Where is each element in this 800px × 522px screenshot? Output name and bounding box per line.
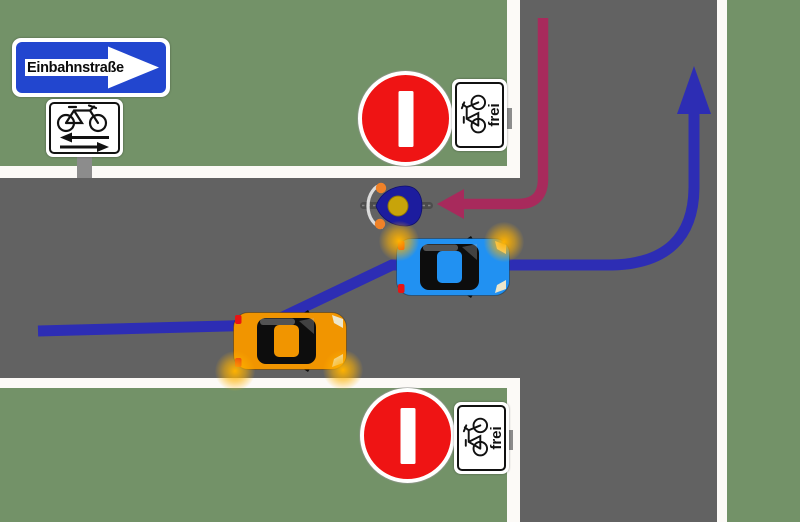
cyclist bbox=[352, 178, 438, 234]
one-way-sign-panel: Einbahnstraße bbox=[16, 42, 166, 93]
bicycle-icon bbox=[64, 104, 100, 125]
grass-right bbox=[727, 0, 800, 522]
blue-car-taillight-right bbox=[398, 284, 405, 293]
rider-head bbox=[387, 195, 409, 217]
frei-label: frei bbox=[487, 426, 505, 450]
car-route-arrowhead bbox=[677, 66, 711, 114]
sign-post bbox=[505, 430, 513, 450]
orange-car-taillight-right bbox=[235, 358, 242, 367]
left-arrowhead bbox=[60, 132, 72, 143]
bicycle-both-directions-icon bbox=[56, 104, 109, 152]
orange-car bbox=[233, 308, 347, 374]
orange-car-window-shine bbox=[260, 318, 295, 325]
blue-car-roof bbox=[437, 251, 462, 283]
plate-border: frei bbox=[455, 82, 504, 148]
orange-car-roof bbox=[274, 325, 299, 357]
bike-both-directions-plate bbox=[46, 99, 123, 157]
bicycles-free-plate-bottom: frei bbox=[454, 402, 509, 474]
frei-label: frei bbox=[485, 103, 503, 127]
bicycle-icon bbox=[460, 94, 486, 134]
rotated-plate-content: frei bbox=[459, 407, 505, 469]
bicycles-free-plate-top: frei bbox=[452, 79, 507, 151]
orange-car-taillight-left bbox=[235, 315, 242, 324]
cyclist-route-arrowhead bbox=[437, 189, 464, 219]
rotated-plate-content: frei bbox=[457, 84, 503, 146]
right-arrowhead bbox=[97, 142, 109, 152]
one-way-street-sign: Einbahnstraße bbox=[12, 38, 170, 97]
no-entry-sign-top bbox=[358, 71, 453, 166]
bicycle-icon bbox=[462, 417, 488, 457]
blue-car-windshield-shine bbox=[462, 244, 477, 260]
rider-hand-right bbox=[375, 182, 387, 194]
no-entry-sign-bottom bbox=[360, 388, 455, 483]
plate-border: frei bbox=[457, 405, 506, 471]
no-entry-bar-icon bbox=[400, 407, 415, 464]
sign-post bbox=[504, 108, 512, 129]
orange-car-windshield-shine bbox=[299, 318, 314, 334]
one-way-sign-label: Einbahnstraße bbox=[27, 59, 124, 76]
no-entry-bar-icon bbox=[398, 90, 413, 147]
sidewalk-right bbox=[717, 0, 800, 522]
blue-car bbox=[396, 234, 510, 300]
blue-car-headlight-right bbox=[495, 280, 506, 293]
one-way-arrow-icon bbox=[25, 46, 159, 89]
sign-post bbox=[77, 156, 92, 178]
rider-hand-left bbox=[374, 218, 386, 230]
plate-border bbox=[49, 102, 120, 154]
blue-car-taillight-left bbox=[398, 241, 405, 250]
blue-car-window-shine bbox=[423, 244, 458, 251]
orange-car-headlight-left bbox=[332, 315, 343, 328]
